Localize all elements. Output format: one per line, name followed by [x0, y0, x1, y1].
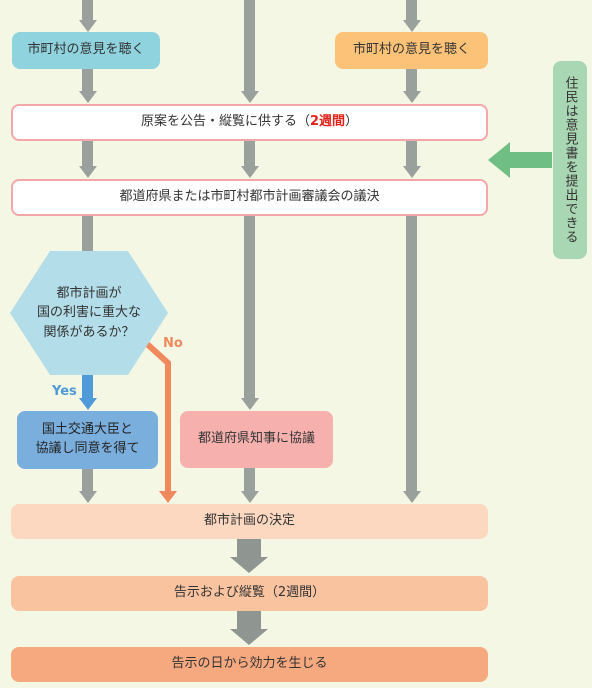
connector-right-top	[406, 0, 417, 20]
arrow-right-1	[403, 91, 421, 103]
hear-city-right-label: 市町村の意見を聴く	[352, 42, 470, 58]
hear-city-left-label: 市町村の意見を聴く	[27, 42, 145, 58]
arrow-right-3	[403, 491, 421, 503]
connector-mid-2	[244, 216, 255, 399]
yes-path-line	[82, 375, 93, 398]
connector-right-2	[406, 141, 417, 166]
notice-inspection-label: 告示および縦覧（2週間）	[173, 585, 326, 601]
council-resolution-label: 都道府県または市町村都市計画審議会の議決	[119, 189, 380, 205]
fat-arrow-1-head	[230, 557, 268, 573]
residents-opinion-label: 住民は意見書を提出できる	[562, 76, 578, 244]
arrow-mid-1	[241, 166, 259, 178]
connector-left-1	[82, 69, 93, 91]
no-path-line	[143, 340, 177, 503]
effective-date-label: 告示の日から効力を生じる	[171, 656, 328, 672]
connector-left-3	[82, 216, 93, 251]
minister-consent-box: 国土交通大臣と 協議し同意を得て	[17, 411, 158, 469]
residents-arrow	[488, 142, 552, 178]
decision-question: 都市計画が 国の利害に重大な 関係があるか？	[24, 274, 154, 352]
no-branch-label: No	[163, 336, 183, 351]
minister-consent-label: 国土交通大臣と 協議し同意を得て	[35, 422, 140, 456]
connector-left-2	[82, 141, 93, 166]
arrow-mid-top	[241, 91, 259, 103]
fat-arrow-1-shaft	[237, 539, 261, 557]
fat-arrow-2-shaft	[237, 611, 261, 629]
connector-mid-3	[244, 468, 255, 491]
public-notice-box: 原案を公告・縦覧に供する（2週間）	[11, 104, 488, 141]
arrow-right-2	[403, 166, 421, 178]
residents-opinion-note: 住民は意見書を提出できる	[553, 61, 587, 259]
notice-inspection-box: 告示および縦覧（2週間）	[11, 576, 488, 611]
decision-hexagon	[10, 251, 168, 375]
connector-right-1	[406, 69, 417, 91]
arrow-left-2	[79, 166, 97, 178]
connector-left-4	[82, 469, 93, 491]
arrow-right-top	[403, 20, 421, 32]
plan-decision-label: 都市計画の決定	[203, 513, 295, 529]
yes-branch-label: Yes	[52, 384, 77, 399]
arrow-mid-3	[241, 491, 259, 503]
plan-decision-box: 都市計画の決定	[11, 504, 488, 539]
effective-date-box: 告示の日から効力を生じる	[11, 647, 488, 682]
yes-path-arrow	[79, 398, 97, 410]
connector-mid-1	[244, 141, 255, 166]
council-resolution-box: 都道府県または市町村都市計画審議会の議決	[11, 179, 488, 216]
arrow-mid-2	[241, 398, 259, 410]
public-notice-prefix: 原案を公告・縦覧に供する（	[140, 114, 310, 130]
hear-city-opinion-right: 市町村の意見を聴く	[335, 32, 488, 69]
arrow-left-1	[79, 91, 97, 103]
connector-right-3	[406, 216, 417, 491]
connector-mid-top	[244, 0, 255, 91]
governor-consult-label: 都道府県知事に協議	[197, 431, 315, 447]
governor-consult-box: 都道府県知事に協議	[180, 411, 333, 468]
public-notice-period: 2週間	[309, 114, 346, 130]
connector-left-top	[82, 0, 93, 20]
arrow-left-4	[79, 491, 97, 503]
fat-arrow-2-head	[230, 629, 268, 645]
public-notice-suffix: ）	[345, 114, 359, 130]
hear-city-opinion-left: 市町村の意見を聴く	[12, 32, 160, 69]
decision-question-label: 都市計画が 国の利害に重大な 関係があるか？	[36, 285, 141, 340]
public-notice-label: 原案を公告・縦覧に供する（2週間）	[141, 113, 358, 132]
arrow-left-top	[79, 20, 97, 32]
